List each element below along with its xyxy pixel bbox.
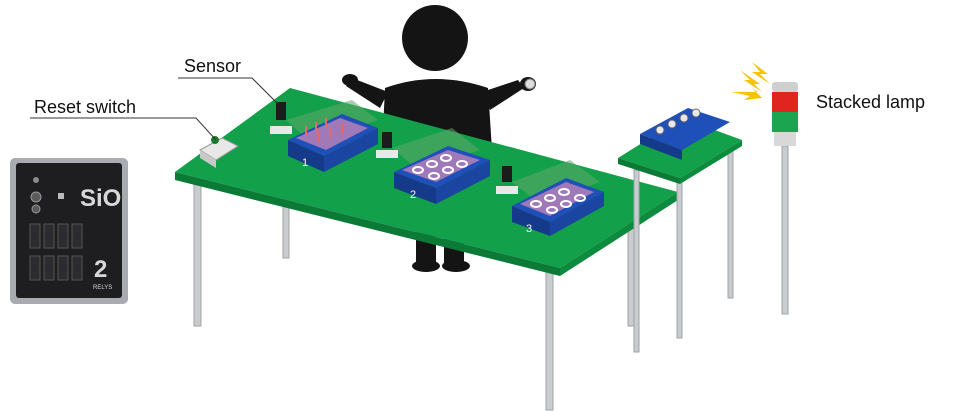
bin-3-number: 3 [526,223,532,235]
held-part [525,79,535,89]
bin-1-number: 1 [302,157,308,169]
sensor-label: Sensor [184,56,241,77]
lamp-green [772,112,798,132]
sio-controller: SiO 2 RELYS [10,158,128,304]
reset-switch-label: Reset switch [34,97,136,118]
stacked-lamp [732,62,798,314]
controller-brand: SiO [80,185,121,212]
controller-sub-label: RELYS [93,285,112,291]
controller-model: 2 [94,256,107,283]
bin-2-number: 2 [410,189,416,201]
stacked-lamp-label: Stacked lamp [816,92,925,113]
lamp-red [772,92,798,112]
flash-icon [732,62,770,100]
sensor-leader [178,78,278,104]
side-table [618,108,742,352]
reset-switch-leader [30,118,216,140]
